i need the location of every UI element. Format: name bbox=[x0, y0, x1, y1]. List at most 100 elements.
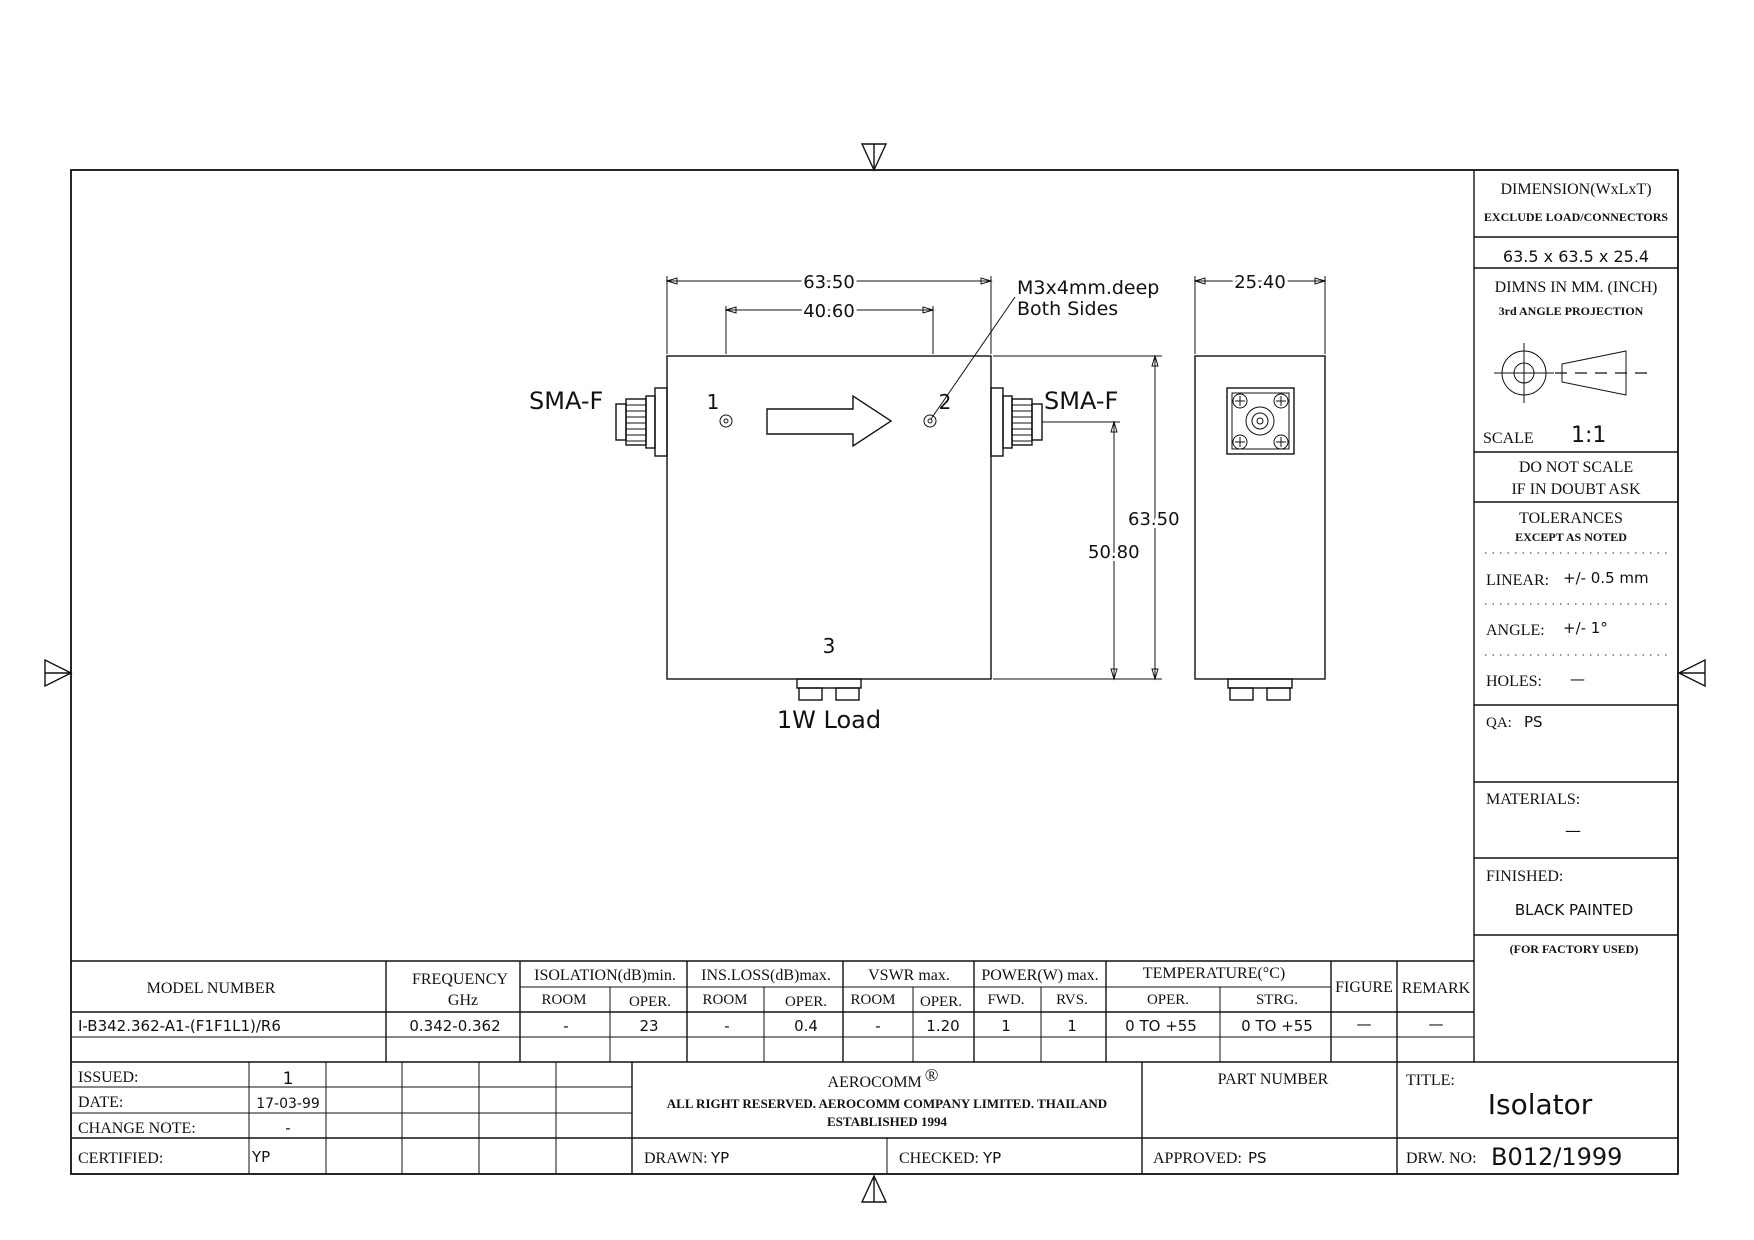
certified-value: YP bbox=[251, 1148, 270, 1166]
factory-use-note: (FOR FACTORY USED) bbox=[1510, 942, 1639, 956]
drawing-border bbox=[70, 169, 1679, 1175]
subheader-vswr-oper: OPER. bbox=[920, 994, 962, 1010]
materials-value: — bbox=[1565, 821, 1581, 840]
centering-markers bbox=[44, 143, 1706, 1203]
established-year: ESTABLISHED 1994 bbox=[827, 1114, 948, 1129]
certified-label: CERTIFIED: bbox=[78, 1150, 163, 1167]
if-in-doubt-note: IF IN DOUBT ASK bbox=[1511, 481, 1641, 498]
header-power: POWER(W) max. bbox=[981, 967, 1098, 984]
cell-model-number: I-B342.362-A1-(F1F1L1)/R6 bbox=[78, 1017, 281, 1035]
angle-tolerance-label: ANGLE: bbox=[1486, 622, 1545, 639]
issued-value: 1 bbox=[283, 1069, 294, 1089]
qa-label: QA: bbox=[1486, 715, 1512, 731]
left-sma-connector bbox=[615, 387, 668, 457]
date-label: DATE: bbox=[78, 1094, 123, 1111]
left-port-connector-label: SMA-F bbox=[529, 387, 603, 415]
cell-il-oper: 0.4 bbox=[794, 1017, 818, 1035]
port-2-label: 2 bbox=[939, 390, 952, 414]
load-connector bbox=[796, 678, 862, 701]
drawn-label: DRAWN: bbox=[644, 1150, 708, 1167]
header-figure: FIGURE bbox=[1335, 979, 1393, 996]
drawing-number-value: B012/1999 bbox=[1491, 1143, 1622, 1171]
cell-iso-room: - bbox=[563, 1017, 568, 1035]
tolerances-heading: TOLERANCES bbox=[1519, 510, 1623, 527]
title-label: TITLE: bbox=[1406, 1072, 1455, 1089]
cell-figure: — bbox=[1357, 1015, 1372, 1033]
subheader-iso-room: ROOM bbox=[541, 992, 586, 1008]
port-1-hole bbox=[719, 414, 733, 428]
issued-label: ISSUED: bbox=[78, 1069, 138, 1086]
header-vswr: VSWR max. bbox=[868, 967, 950, 984]
dimension-value: 63.5 x 63.5 x 25.4 bbox=[1503, 247, 1649, 266]
dim-side-label: 25.40 bbox=[1234, 272, 1286, 293]
header-insertion-loss: INS.LOSS(dB)max. bbox=[701, 967, 831, 984]
linear-tolerance-value: +/- 0.5 mm bbox=[1563, 569, 1649, 587]
dimns-in-units: DIMNS IN MM. (INCH) bbox=[1495, 279, 1658, 296]
header-frequency: FREQUENCY bbox=[412, 971, 508, 988]
company-name: AEROCOMM® bbox=[828, 1065, 939, 1091]
approved-value: PS bbox=[1248, 1149, 1267, 1167]
subheader-iso-oper: OPER. bbox=[629, 994, 671, 1010]
load-label: 1W Load bbox=[777, 706, 881, 734]
change-note-value: - bbox=[285, 1119, 290, 1137]
direction-arrow bbox=[766, 394, 893, 448]
sma-flange-face bbox=[1226, 387, 1295, 455]
dimension-subheading: EXCLUDE LOAD/CONNECTORS bbox=[1484, 210, 1668, 224]
dim-height-label: 63.50 bbox=[1128, 509, 1180, 530]
cell-power-rvs: 1 bbox=[1067, 1017, 1077, 1035]
header-temperature: TEMPERATURE(°C) bbox=[1143, 965, 1285, 982]
projection-label: 3rd ANGLE PROJECTION bbox=[1499, 304, 1644, 318]
materials-label: MATERIALS: bbox=[1486, 791, 1580, 808]
side-view: 25.40 bbox=[1193, 269, 1327, 701]
approved-label: APPROVED: bbox=[1153, 1150, 1242, 1167]
side-load-connector bbox=[1227, 678, 1293, 701]
hole-note-line1: M3x4mm.deep bbox=[1017, 277, 1159, 299]
finished-label: FINISHED: bbox=[1486, 868, 1563, 885]
right-sma-connector bbox=[990, 387, 1043, 457]
finished-value: BLACK PAINTED bbox=[1515, 901, 1633, 919]
drawing-number-label: DRW. NO: bbox=[1406, 1150, 1477, 1167]
port-1-label: 1 bbox=[707, 390, 720, 414]
dim-port-height-label: 50.80 bbox=[1088, 542, 1140, 563]
cell-frequency: 0.342-0.362 bbox=[409, 1017, 500, 1035]
subheader-temp-oper: OPER. bbox=[1147, 992, 1189, 1008]
qa-value: PS bbox=[1524, 713, 1543, 731]
cell-il-room: - bbox=[724, 1017, 729, 1035]
right-center-marker bbox=[1677, 658, 1706, 688]
drawn-value: YP bbox=[710, 1149, 729, 1167]
bottom-center-marker bbox=[860, 1174, 888, 1203]
checked-label: CHECKED: bbox=[899, 1150, 979, 1167]
header-model-number: MODEL NUMBER bbox=[147, 980, 276, 997]
date-value: 17-03-99 bbox=[256, 1096, 320, 1112]
rights-statement: ALL RIGHT RESERVED. AEROCOMM COMPANY LIM… bbox=[667, 1096, 1107, 1111]
front-view: 63.50 40.60 M3x4mm.deep Both Sides 1 2 3 bbox=[529, 269, 1183, 734]
dimension-heading: DIMENSION(WxLxT) bbox=[1500, 181, 1651, 198]
third-angle-projection-icon bbox=[1494, 343, 1652, 403]
angle-tolerance-value: +/- 1° bbox=[1563, 619, 1608, 637]
except-as-noted: EXCEPT AS NOTED bbox=[1515, 530, 1627, 544]
subheader-il-room: ROOM bbox=[702, 992, 747, 1008]
holes-tolerance-label: HOLES: bbox=[1486, 673, 1542, 690]
do-not-scale-note: DO NOT SCALE bbox=[1519, 459, 1633, 476]
header-remark: REMARK bbox=[1402, 980, 1471, 997]
dim-hole-spacing-label: 40.60 bbox=[803, 301, 855, 322]
cell-vswr-oper: 1.20 bbox=[926, 1017, 959, 1035]
cell-vswr-room: - bbox=[875, 1017, 880, 1035]
port-3-label: 3 bbox=[823, 634, 836, 658]
right-port-connector-label: SMA-F bbox=[1044, 387, 1118, 415]
holes-tolerance-value: — bbox=[1570, 670, 1585, 688]
port-2-hole bbox=[923, 414, 937, 428]
subheader-power-rvs: RVS. bbox=[1056, 992, 1088, 1008]
spec-table: MODEL NUMBER FREQUENCY GHz ISOLATION(dB)… bbox=[71, 960, 1678, 1063]
side-panel: DIMENSION(WxLxT) EXCLUDE LOAD/CONNECTORS… bbox=[1473, 170, 1678, 1062]
cell-iso-oper: 23 bbox=[639, 1017, 658, 1035]
checked-value: YP bbox=[982, 1149, 1001, 1167]
cell-temp-oper: 0 TO +55 bbox=[1125, 1017, 1197, 1035]
cell-power-fwd: 1 bbox=[1001, 1017, 1011, 1035]
top-center-marker bbox=[860, 143, 888, 172]
drawing-title: Isolator bbox=[1488, 1088, 1593, 1121]
subheader-il-oper: OPER. bbox=[785, 994, 827, 1010]
cell-temp-strg: 0 TO +55 bbox=[1241, 1017, 1313, 1035]
header-frequency-unit: GHz bbox=[448, 992, 478, 1009]
